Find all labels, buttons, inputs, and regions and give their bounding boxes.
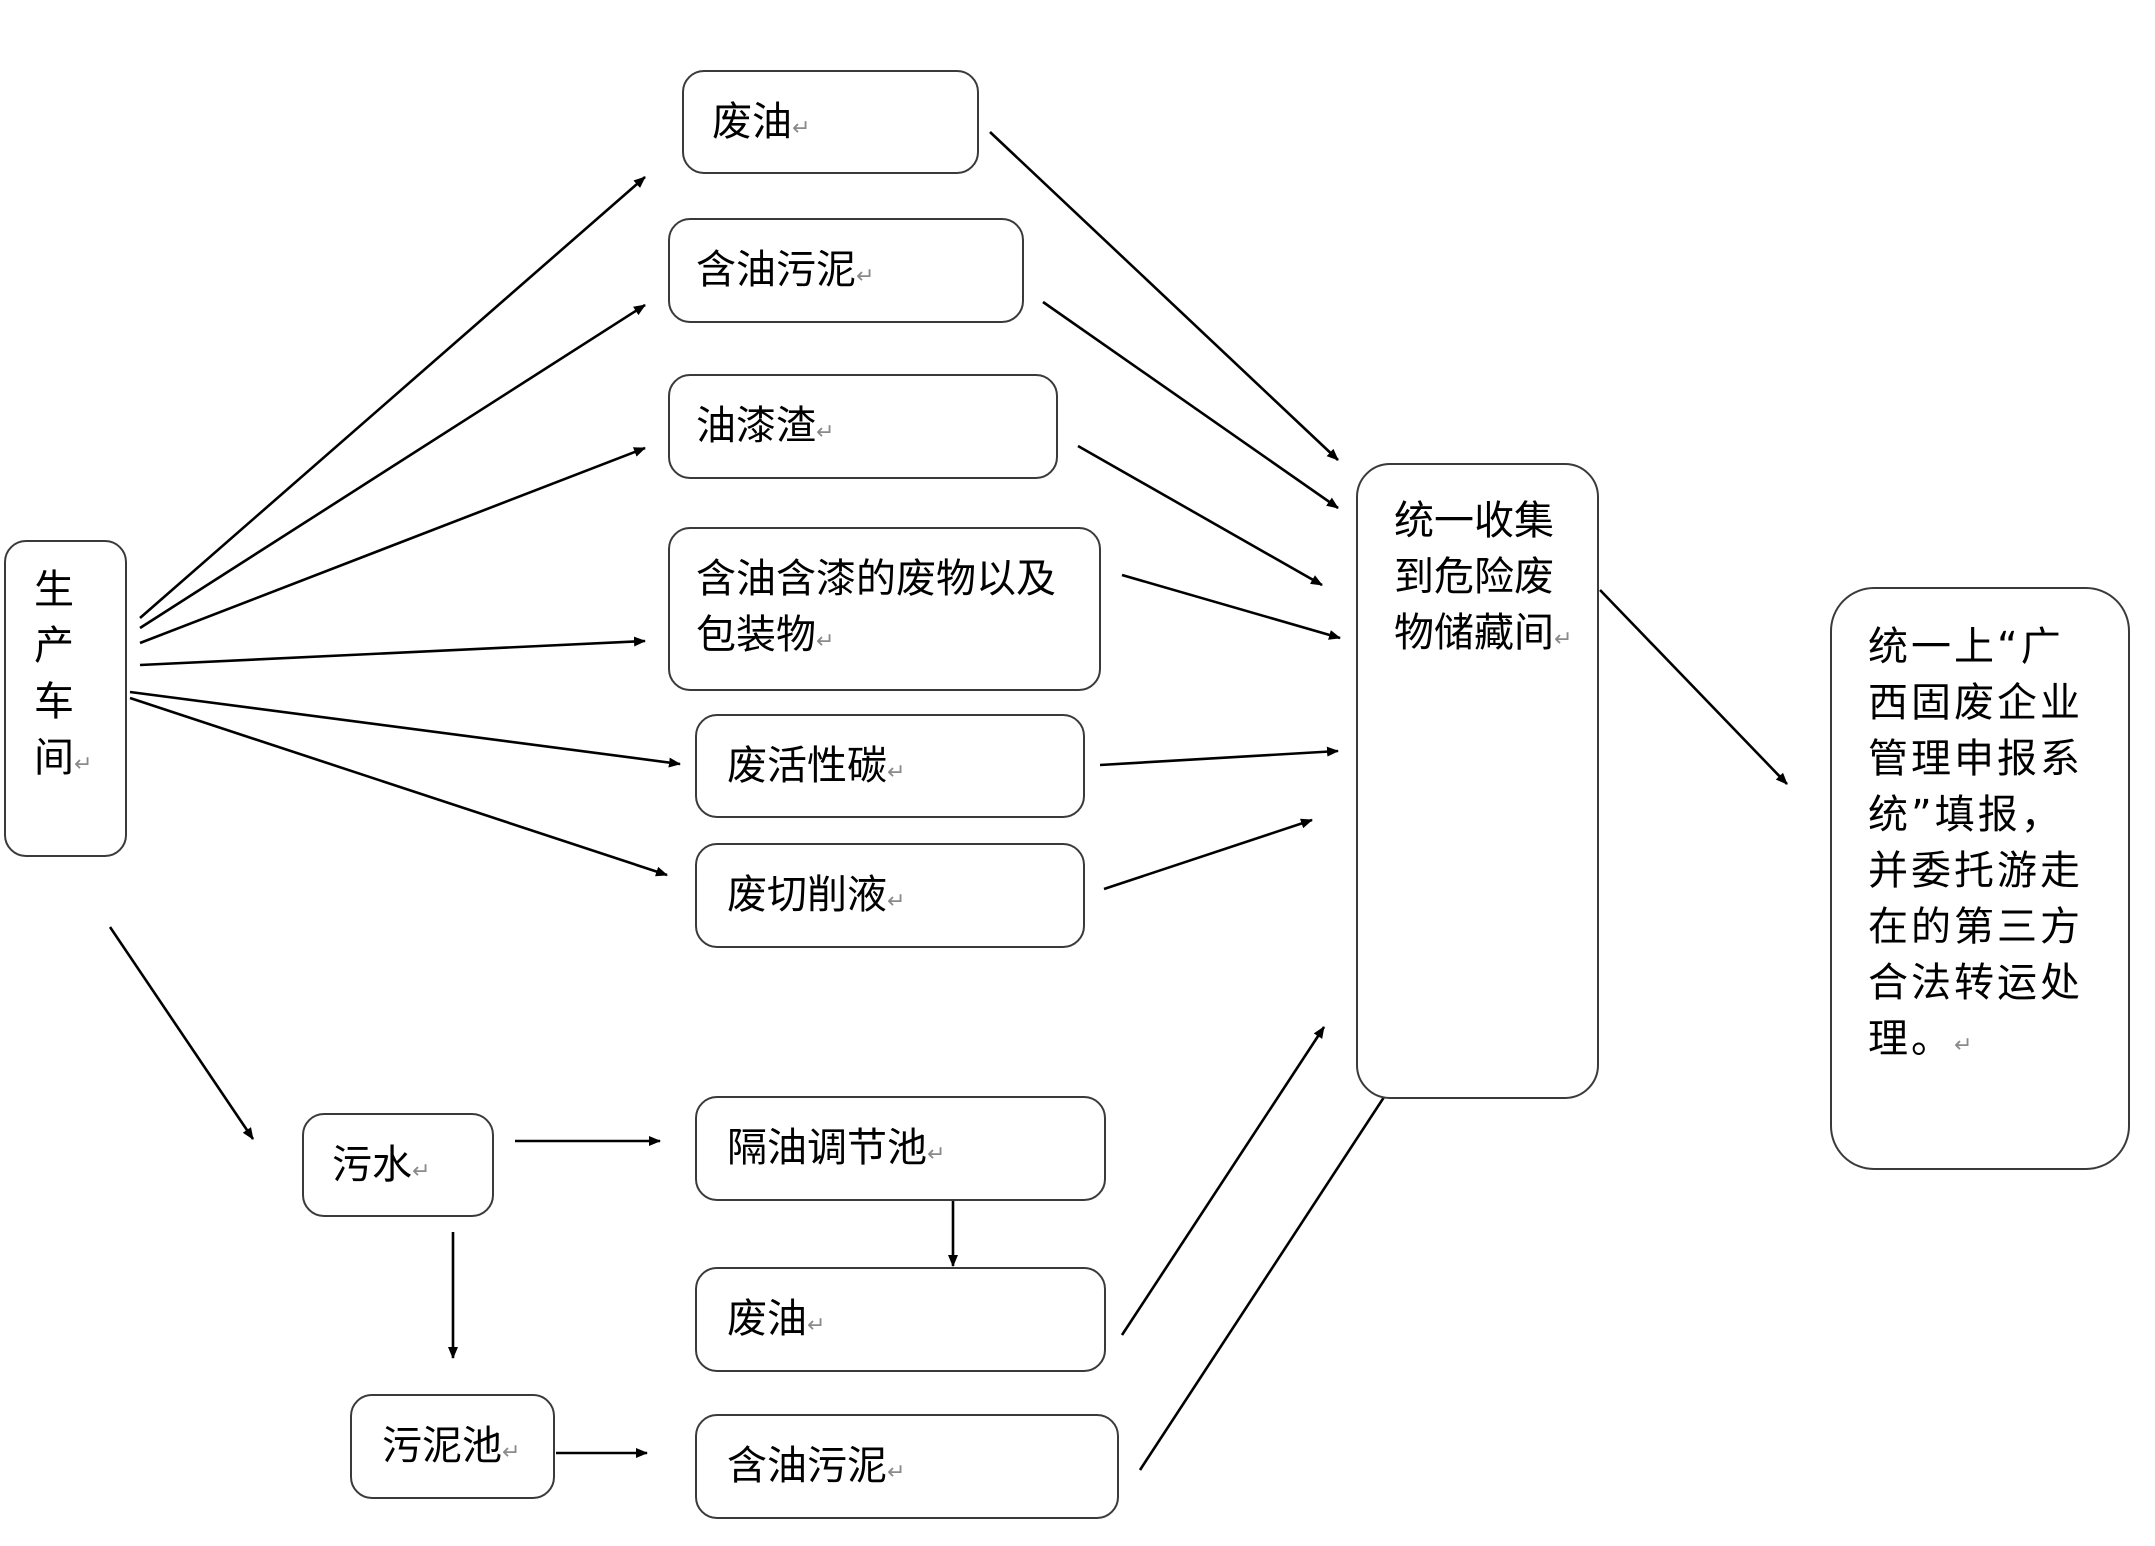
return-mark: ↵ <box>74 752 93 777</box>
return-mark: ↵ <box>502 1440 521 1465</box>
return-mark: ↵ <box>1954 1033 1976 1058</box>
arrow-oily-sludge-bottom-to-storage <box>1138 1064 1407 1471</box>
node-waste-carbon: 废活性碳↵ <box>695 714 1085 818</box>
return-mark: ↵ <box>887 889 906 914</box>
node-workshop-text: 生 产 车 间 <box>34 567 74 781</box>
return-mark: ↵ <box>887 1460 906 1485</box>
arrow-paint-residue-to-storage <box>1077 444 1323 587</box>
arrow-workshop-to-sewage <box>108 926 255 1140</box>
return-mark: ↵ <box>412 1159 431 1184</box>
return-mark: ↵ <box>927 1142 946 1167</box>
node-oily-sludge-top: 含油污泥↵ <box>668 218 1024 323</box>
node-waste-oil-top-text: 废油 <box>712 99 792 145</box>
arrow-oily-paint-to-storage <box>1121 573 1341 640</box>
arrow-workshop-to-cutting-fluid <box>129 696 668 877</box>
arrow-carbon-to-storage <box>1099 746 1339 767</box>
return-mark: ↵ <box>1554 627 1573 652</box>
return-mark: ↵ <box>856 264 875 289</box>
node-waste-oil-top: 废油↵ <box>682 70 979 174</box>
arrow-workshop-to-oily-sludge <box>139 303 646 630</box>
node-oily-sludge-bottom-text: 含油污泥 <box>727 1443 887 1489</box>
node-oily-paint-waste: 含油含漆的废物以及 包装物↵ <box>668 527 1101 691</box>
node-paint-residue-text: 油漆渣 <box>696 403 816 449</box>
node-storage: 统一收集 到危险废 物储藏间↵ <box>1356 463 1599 1099</box>
node-cutting-fluid-text: 废切削液 <box>727 872 887 918</box>
arrow-cutting-fluid-to-storage <box>1103 818 1313 891</box>
return-mark: ↵ <box>807 1313 826 1338</box>
node-sludge-pool-text: 污泥池 <box>382 1423 502 1469</box>
node-final-text: 统一上“广 西固废企业 管理申报系 统”填报， 并委托游走 在的第三方 合法转运… <box>1868 624 2083 1062</box>
arrow-waste-oil-to-storage <box>989 131 1339 461</box>
node-waste-oil-bottom-text: 废油 <box>727 1296 807 1342</box>
arrow-storage-to-final <box>1599 589 1788 785</box>
node-oily-sludge-bottom: 含油污泥↵ <box>695 1414 1119 1519</box>
arrow-oily-sludge-to-storage <box>1042 300 1339 510</box>
arrow-waste-oil-bottom-to-storage <box>1120 1026 1326 1336</box>
node-workshop: 生 产 车 间↵ <box>4 540 127 857</box>
node-separator-pool-text: 隔油调节池 <box>727 1125 927 1171</box>
return-mark: ↵ <box>816 420 835 445</box>
node-separator-pool: 隔油调节池↵ <box>695 1096 1106 1201</box>
node-sewage-text: 污水 <box>332 1142 412 1188</box>
node-cutting-fluid: 废切削液↵ <box>695 843 1085 948</box>
return-mark: ↵ <box>816 629 835 654</box>
return-mark: ↵ <box>887 760 906 785</box>
node-oily-paint-waste-text: 含油含漆的废物以及 包装物 <box>696 556 1056 658</box>
node-paint-residue: 油漆渣↵ <box>668 374 1058 479</box>
node-storage-text: 统一收集 到危险废 物储藏间 <box>1394 498 1554 656</box>
arrow-workshop-to-waste-oil <box>139 176 646 619</box>
arrow-workshop-to-paint-residue <box>139 446 646 645</box>
node-sewage: 污水↵ <box>302 1113 494 1217</box>
node-waste-oil-bottom: 废油↵ <box>695 1267 1106 1372</box>
node-final: 统一上“广 西固废企业 管理申报系 统”填报， 并委托游走 在的第三方 合法转运… <box>1830 587 2130 1170</box>
return-mark: ↵ <box>792 116 811 141</box>
node-oily-sludge-top-text: 含油污泥 <box>696 247 856 293</box>
arrow-workshop-to-oily-paint-waste <box>139 636 646 667</box>
node-sludge-pool: 污泥池↵ <box>350 1394 555 1499</box>
node-waste-carbon-text: 废活性碳 <box>727 743 887 789</box>
arrow-workshop-to-waste-carbon <box>129 690 681 768</box>
